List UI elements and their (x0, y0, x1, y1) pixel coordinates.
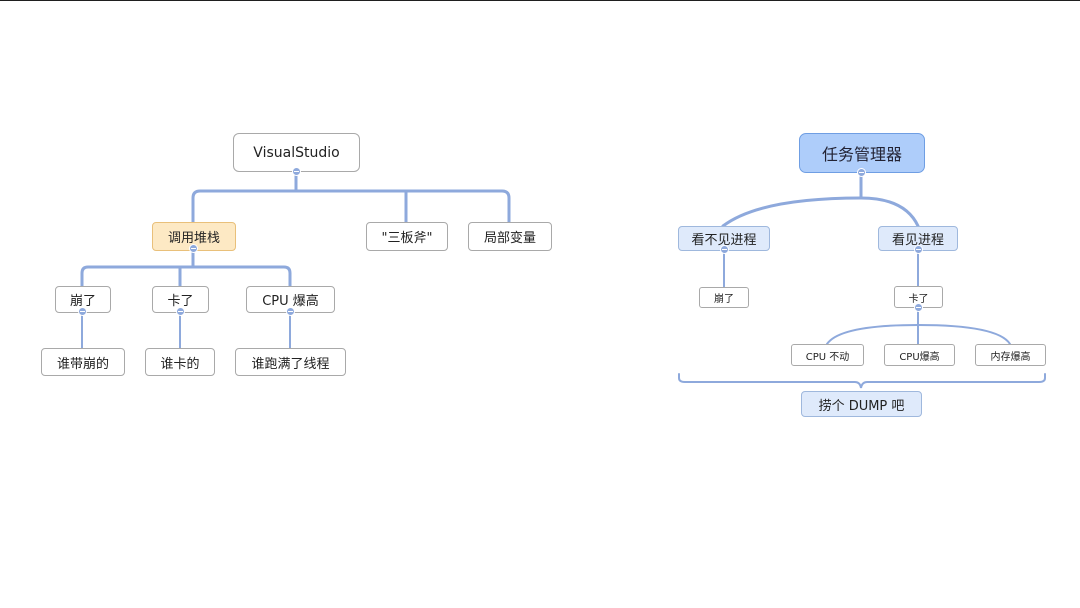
collapse-toggle[interactable] (292, 167, 301, 176)
node-local-variables[interactable]: 局部变量 (468, 222, 552, 251)
collapse-toggle[interactable] (176, 307, 185, 316)
node-who-crashed[interactable]: 谁带崩的 (41, 348, 125, 376)
collapse-toggle[interactable] (857, 168, 866, 177)
collapse-toggle[interactable] (914, 303, 923, 312)
collapse-toggle[interactable] (914, 245, 923, 254)
node-three-axes[interactable]: "三板斧" (366, 222, 448, 251)
node-cpu-idle[interactable]: CPU 不动 (791, 344, 864, 366)
top-border (0, 0, 1080, 1)
collapse-toggle[interactable] (720, 245, 729, 254)
node-cpu-high-right[interactable]: CPU爆高 (884, 344, 955, 366)
connector (191, 189, 511, 224)
node-memory-high[interactable]: 内存爆高 (975, 344, 1046, 366)
connector (80, 265, 292, 288)
node-capture-dump[interactable]: 捞个 DUMP 吧 (801, 391, 922, 417)
node-who-froze[interactable]: 谁卡的 (145, 348, 215, 376)
node-task-manager-root[interactable]: 任务管理器 (799, 133, 925, 173)
connector (721, 196, 920, 228)
collapse-toggle[interactable] (78, 307, 87, 316)
node-who-threads[interactable]: 谁跑满了线程 (235, 348, 346, 376)
node-visualstudio-root[interactable]: VisualStudio (233, 133, 360, 172)
node-crash-right[interactable]: 崩了 (699, 287, 749, 308)
node-visible-process[interactable]: 看见进程 (878, 226, 958, 251)
collapse-toggle[interactable] (189, 244, 198, 253)
dump-brace (678, 373, 1046, 389)
collapse-toggle[interactable] (286, 307, 295, 316)
